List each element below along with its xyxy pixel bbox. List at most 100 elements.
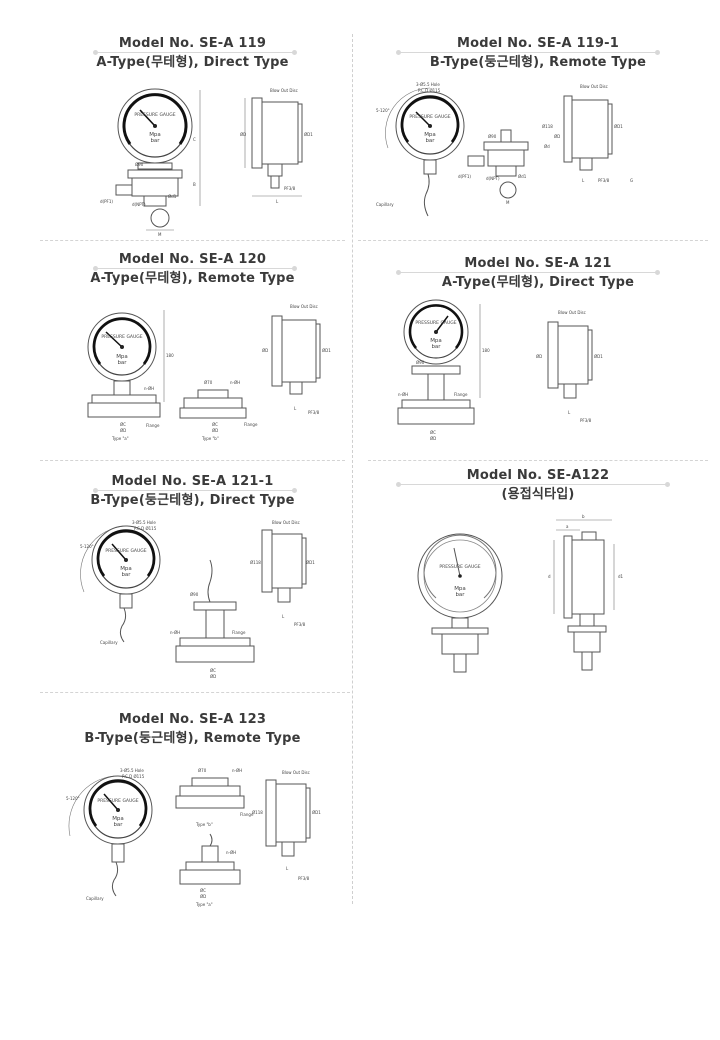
dim-label: Ø90	[416, 360, 425, 365]
side-body	[571, 99, 609, 159]
side-back	[587, 329, 593, 381]
dim-label: PF3/8	[580, 418, 592, 423]
process-connection	[495, 165, 517, 177]
dim-label: Ø70	[204, 380, 213, 385]
callout-label: P.C.D Ø115	[134, 526, 157, 531]
dial-unit: Mpa	[112, 816, 124, 822]
dim-label: Ø118	[252, 810, 263, 815]
angle-arc	[68, 775, 115, 837]
side-case	[261, 529, 273, 593]
needle-hub	[153, 124, 157, 128]
dial-unit: Mpa	[149, 132, 161, 138]
dim-label: ØD	[200, 894, 206, 899]
side-socket	[289, 381, 303, 395]
side-body	[261, 101, 299, 165]
side-case	[251, 97, 263, 169]
side-back	[301, 537, 307, 585]
column-divider	[352, 34, 353, 904]
dim-label: ØD	[430, 436, 436, 441]
hex-bottom-view	[499, 181, 517, 199]
panel-heading: Model No. SE-A122 (용접식타입)	[368, 466, 708, 504]
gauge-side-view: b a d d1	[548, 514, 624, 671]
callout-label: Blow Out Disc	[282, 770, 310, 775]
callout-label: 3-Ø5.5 Hole	[416, 82, 440, 87]
panel-heading: Model No. SE-A 119-1 B-Type(둥근테형), Remot…	[368, 34, 708, 72]
dim-label: M	[158, 232, 162, 237]
dim-label: n-ØH	[232, 768, 242, 773]
needle-hub	[124, 558, 128, 562]
title-rule	[93, 266, 297, 271]
gauge-scale	[96, 529, 156, 577]
gauge-scale	[88, 779, 148, 827]
side-back	[297, 103, 303, 163]
dim-label: Ød1	[518, 174, 527, 179]
side-socket	[281, 841, 295, 857]
side-thread	[270, 175, 280, 189]
side-case	[265, 779, 277, 847]
title-rule	[396, 482, 670, 487]
callout-label: Blow Out Disc	[270, 88, 298, 93]
type-description: (용접식타입)	[501, 487, 575, 502]
dial-unit: Mpa	[116, 354, 128, 360]
dim-label: ØD1	[304, 132, 313, 137]
extension-tube	[427, 373, 445, 401]
needle-hub	[428, 124, 432, 128]
capillary-inlet	[209, 833, 213, 847]
dim-label: Ød1	[168, 194, 177, 199]
gauge-needle	[415, 111, 431, 127]
seal-type-b: Ø70 n-ØH Flange Type "b"	[175, 768, 254, 827]
dim-label: 5-120°	[376, 108, 390, 113]
gauge-bezel	[403, 299, 469, 365]
dim-label: B	[193, 182, 196, 187]
technical-drawing: PRESSURE GAUGE Mpa bar 180 n-ØH Flange Ø…	[87, 304, 331, 441]
gauge-needle	[435, 315, 449, 333]
title-rule	[396, 270, 660, 275]
dial-label: PRESSURE GAUGE	[101, 334, 142, 340]
diaphragm-seal-view: Ø90 n-ØH Flange ØC ØD	[170, 559, 255, 679]
callout-label: 3-Ø5.5 Hole	[132, 520, 156, 525]
side-back	[315, 323, 321, 379]
row-divider	[40, 460, 345, 461]
gauge-scale	[122, 93, 188, 145]
dim-label: ØD	[120, 428, 126, 433]
gauge-neck	[137, 162, 173, 170]
dim-label: ØD1	[312, 810, 321, 815]
dim-label: ØD	[554, 134, 560, 139]
dim-label: ØC	[200, 888, 206, 893]
dim-label: L	[286, 866, 289, 871]
gauge-stem	[119, 593, 133, 609]
gauge-scale	[408, 304, 464, 349]
page-margin	[0, 910, 720, 1040]
dial-label: PRESSURE GAUGE	[415, 320, 456, 326]
dim-label: Ø90	[190, 592, 199, 597]
process-connection	[143, 195, 167, 207]
panel-se-a-123: Model No. SE-A 123 B-Type(둥근테형), Remote …	[40, 708, 345, 908]
dim-label: 180	[166, 353, 174, 358]
row-divider	[40, 692, 350, 693]
seal-flange	[483, 141, 529, 151]
dim-label: Flange	[146, 423, 160, 428]
flange-top	[179, 637, 251, 647]
callout-label: Blow Out Disc	[290, 304, 318, 309]
callout-label: P.C.D Ø115	[418, 88, 441, 93]
dim-label: ØD	[262, 348, 268, 353]
panel-heading: Model No. SE-A 123 B-Type(둥근테형), Remote …	[40, 710, 345, 748]
side-socket	[267, 163, 283, 177]
gauge-front-view: PRESSURE GAUGE Mpa bar Ø90 Ød1 d(PF1) d(…	[100, 88, 201, 237]
side-body	[271, 533, 303, 589]
type-description: A-Type(무테형), Remote Type	[90, 271, 295, 286]
gauge-side-view: Blow Out Disc ØD ØD1 PF3/8 L	[240, 88, 313, 204]
side-port	[467, 155, 485, 167]
technical-drawing: PRESSURE GAUGE Mpa bar Ø90 Ød1 d(PF1) d(…	[100, 88, 313, 237]
dim-label: ØD	[240, 132, 246, 137]
gauge-side-view: Blow Out Disc Ø118 ØD1 PF3/8 L	[252, 770, 321, 881]
gauge-front-view: PRESSURE GAUGE Mpa bar	[417, 533, 503, 673]
model-number: Model No. SE-A 121-1	[111, 474, 274, 489]
needle-hub	[116, 808, 120, 812]
model-number: Model No. SE-A 119-1	[456, 36, 620, 51]
panel-se-a-121: Model No. SE-A 121 A-Type(무테형), Direct T…	[368, 250, 708, 455]
side-body	[275, 783, 307, 843]
gauge-side-view: Blow Out Disc Ø118 ØD ØD1 PF3/8 L G Ød	[542, 84, 633, 183]
row-divider	[368, 460, 708, 461]
seal-type-b: Ø70 n-ØH Flange ØC ØD Type "b"	[179, 380, 258, 441]
